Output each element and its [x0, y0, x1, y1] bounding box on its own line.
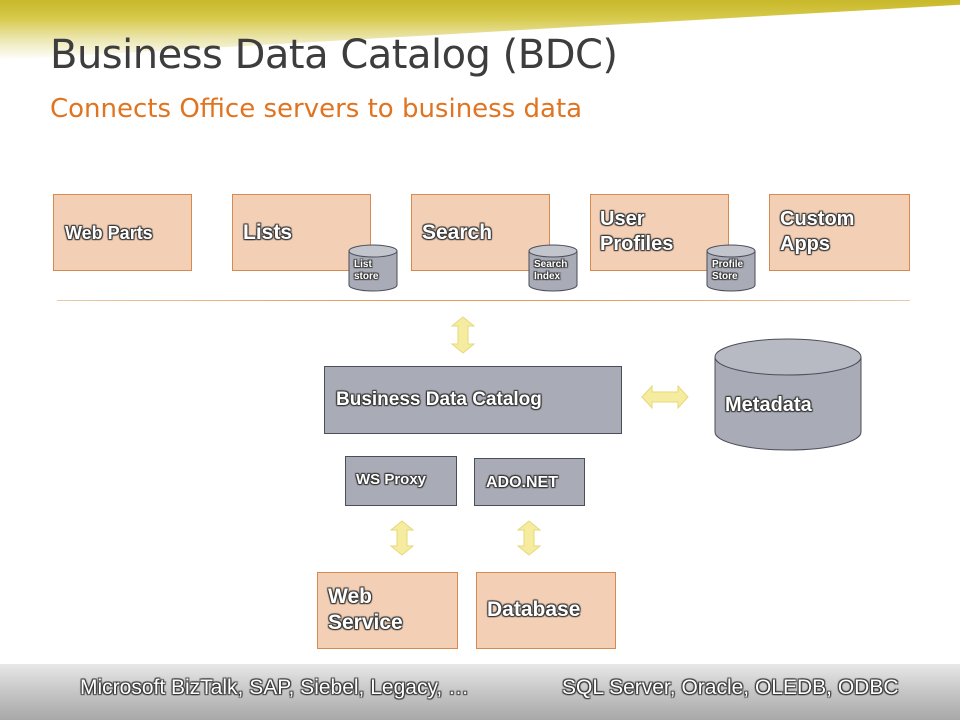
profile-store-line1: Profile [712, 259, 744, 270]
list-store-line2: store [354, 270, 379, 282]
user-profiles-box: User Profiles [590, 194, 729, 271]
user-profiles-line2: Profiles [600, 233, 674, 255]
search-index-cylinder: Search Index [528, 243, 578, 293]
profile-store-line2: Store [712, 270, 738, 282]
metadata-cylinder: Metadata [714, 338, 862, 452]
profile-store-cylinder: Profile Store [706, 243, 756, 293]
ws-proxy-label: WS Proxy [356, 471, 427, 488]
business-data-catalog-label: Business Data Catalog [336, 389, 542, 410]
ws-proxy-arrow [389, 520, 415, 556]
divider-line [57, 300, 910, 301]
lists-box: Lists [232, 194, 371, 271]
metadata-cylinder-icon [714, 338, 862, 451]
list-store-cylinder: List store [348, 243, 398, 293]
search-label: Search [422, 221, 493, 244]
custom-apps-box: Custom Apps [769, 194, 910, 271]
ado-net-arrow [516, 520, 542, 556]
profile-store-cylinder-icon [706, 244, 756, 292]
custom-apps-line2: Apps [780, 233, 830, 255]
database-label: Database [487, 598, 581, 621]
search-index-line1: Search [534, 259, 568, 270]
user-profiles-line1: User [600, 208, 645, 230]
ado-net-label: ADO.NET [486, 474, 558, 491]
database-box: Database [476, 572, 616, 649]
web-parts-label: Web Parts [65, 223, 153, 243]
web-service-line1: Web [328, 585, 372, 608]
footer-bar [0, 664, 960, 720]
search-index-label: Search Index [534, 259, 567, 282]
custom-apps-label: Custom Apps [780, 207, 854, 257]
list-store-label: List store [354, 259, 378, 282]
web-parts-box: Web Parts [53, 194, 192, 271]
list-store-line1: List [354, 259, 372, 270]
search-index-cylinder-icon [528, 244, 578, 292]
footer-right-text: SQL Server, Oracle, OLEDB, ODBC [562, 676, 899, 699]
web-service-line2: Service [328, 611, 403, 635]
custom-apps-line1: Custom [780, 208, 855, 230]
lists-label: Lists [243, 221, 293, 244]
ado-net-box: ADO.NET [474, 458, 585, 506]
search-box: Search [411, 194, 550, 271]
profile-store-label: Profile Store [712, 259, 743, 282]
web-service-label: Web Service [328, 584, 403, 637]
ws-proxy-box: WS Proxy [345, 456, 457, 506]
search-index-line2: Index [534, 270, 561, 282]
slide-subtitle: Connects Office servers to business data [50, 94, 583, 124]
business-data-catalog-box: Business Data Catalog [324, 366, 622, 434]
list-store-cylinder-icon [348, 244, 398, 292]
footer-left-text: Microsoft BizTalk, SAP, Siebel, Legacy, … [80, 676, 470, 699]
web-service-box: Web Service [317, 572, 458, 649]
slide-title: Business Data Catalog (BDC) [50, 32, 618, 78]
bdc-metadata-arrow [641, 384, 689, 410]
bdc-up-down-arrow [450, 316, 476, 354]
metadata-label: Metadata [725, 394, 812, 416]
user-profiles-label: User Profiles [600, 207, 673, 257]
